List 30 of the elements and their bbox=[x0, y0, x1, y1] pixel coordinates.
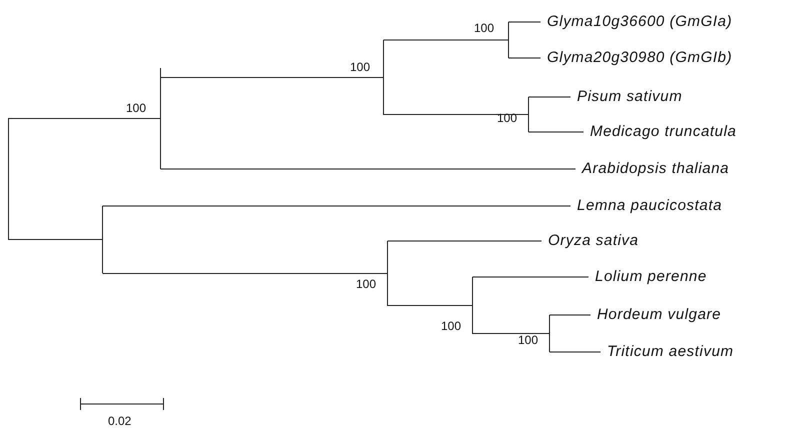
taxon-label: Lemna paucicostata bbox=[570, 197, 722, 215]
bootstrap-value: 100 bbox=[474, 21, 494, 35]
taxon-label: Glyma10g36600 (GmGIa) bbox=[540, 13, 732, 31]
taxon-label: Arabidopsis thaliana bbox=[575, 160, 730, 178]
taxon-label: Glyma20g30980 (GmGIb) bbox=[540, 49, 732, 67]
bootstrap-value: 100 bbox=[441, 318, 462, 332]
taxon-label: Hordeum vulgare bbox=[590, 306, 722, 324]
tree-branch-line bbox=[160, 77, 384, 78]
tree-branch-line bbox=[528, 96, 571, 98]
tree-branch-line bbox=[8, 118, 161, 119]
tree-branch-line bbox=[387, 240, 542, 242]
bootstrap-value: 100 bbox=[350, 60, 370, 74]
taxon-label: Medicago truncatula bbox=[583, 123, 736, 141]
tree-branch-line bbox=[472, 276, 589, 278]
tree-branch-line bbox=[8, 239, 103, 240]
tree-branch-line bbox=[160, 168, 576, 170]
bootstrap-value: 100 bbox=[497, 110, 518, 124]
tree-branch-line bbox=[383, 114, 529, 115]
taxon-label: Lolium perenne bbox=[588, 268, 707, 286]
tree-branch-line bbox=[472, 333, 550, 334]
taxon-label: Triticum aestivum bbox=[600, 343, 734, 361]
bootstrap-value: 100 bbox=[518, 332, 538, 346]
scale-value: 0.02 bbox=[108, 414, 132, 428]
tree-branch-line bbox=[549, 314, 591, 316]
taxon-label: Oryza sativa bbox=[541, 232, 639, 250]
bootstrap-value: 100 bbox=[356, 276, 376, 290]
tree-branch-line bbox=[102, 273, 388, 274]
bootstrap-value: 100 bbox=[126, 100, 146, 114]
taxon-label: Pisum sativum bbox=[570, 88, 682, 106]
tree-branch-line bbox=[387, 305, 473, 306]
